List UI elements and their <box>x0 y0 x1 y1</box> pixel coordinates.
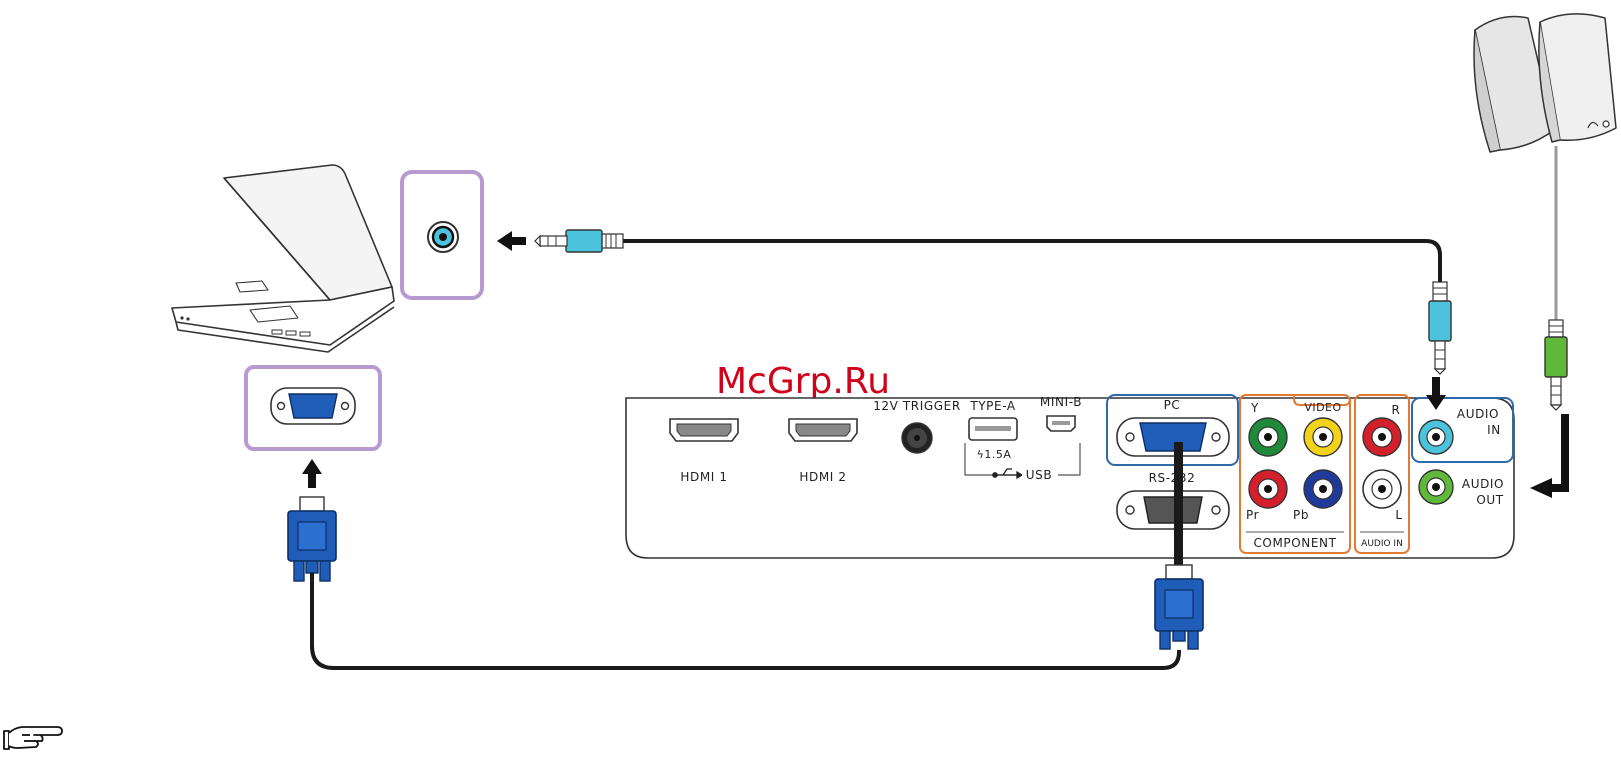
usb-mini-b-port <box>1046 415 1076 432</box>
audio-cable-top <box>622 239 1442 282</box>
hdmi2-label: HDMI 2 <box>799 470 846 484</box>
audio-plug-right <box>1428 281 1452 375</box>
audio-out-label-2: OUT <box>1476 493 1503 507</box>
watermark-text: McGrp.Ru <box>716 361 890 402</box>
audio-out-label-1: AUDIO <box>1462 477 1504 491</box>
audio-plug-speaker <box>1544 319 1568 411</box>
audio-plug-left <box>534 229 624 253</box>
r-label: R <box>1392 403 1401 417</box>
vga-plug-left <box>287 496 337 582</box>
rca-audio-l-white-jack <box>1362 469 1402 509</box>
vga-plug-right <box>1154 564 1204 650</box>
vga-cable-vertical <box>1174 442 1183 570</box>
arrow-bent-icon <box>1530 414 1569 498</box>
rca-y-green-jack <box>1248 417 1288 457</box>
laptop-audio-port-box <box>400 170 484 300</box>
arrow-down-icon <box>1426 377 1446 410</box>
y-label: Y <box>1250 401 1259 415</box>
arrow-up-icon <box>302 459 322 488</box>
component-label: COMPONENT <box>1253 536 1336 550</box>
rca-video-yellow-jack <box>1303 417 1343 457</box>
pc-label: PC <box>1164 398 1181 412</box>
pc-group-box <box>1106 394 1239 466</box>
video-label: VIDEO <box>1304 401 1341 414</box>
audio-in-rca-group-box <box>1354 394 1410 554</box>
rca-pr-red-jack <box>1248 469 1288 509</box>
arrow-left-icon <box>497 231 526 251</box>
audio-in-label-2: IN <box>1487 423 1501 437</box>
l-label: L <box>1395 508 1402 522</box>
trigger-port <box>901 422 933 454</box>
pb-label: Pb <box>1293 508 1309 522</box>
laptop-icon <box>171 164 395 353</box>
vga-cable <box>310 573 1181 670</box>
trigger-label: 12V TRIGGER <box>873 399 961 413</box>
audio-in-rca-label: AUDIO IN <box>1361 539 1403 549</box>
rca-audio-r-red-jack <box>1362 417 1402 457</box>
audio-in-group-box <box>1411 397 1514 463</box>
component-group-box <box>1239 394 1351 554</box>
hdmi1-label: HDMI 1 <box>680 470 727 484</box>
usb-current-label: ϟ1.5A <box>977 448 1012 461</box>
laptop-vga-port-box <box>244 365 382 451</box>
pr-label: Pr <box>1246 508 1259 522</box>
audio-out-jack <box>1418 469 1454 505</box>
pc-vga-port <box>1116 417 1230 457</box>
speakers-icon <box>1473 13 1617 153</box>
hdmi1-port <box>669 418 739 442</box>
usb-symbol-icon <box>992 468 1024 480</box>
usb-label: USB <box>1026 468 1052 482</box>
rca-pb-blue-jack <box>1303 469 1343 509</box>
usb-mini-b-label: MINI-B <box>1040 395 1082 409</box>
pointing-hand-icon <box>3 726 63 750</box>
audio-in-label-1: AUDIO <box>1457 407 1499 421</box>
rs232-port <box>1116 490 1230 530</box>
hdmi2-port <box>788 418 858 442</box>
rs232-label: RS-232 <box>1149 471 1196 485</box>
audio-in-jack <box>1418 419 1454 455</box>
usb-type-a-label: TYPE-A <box>969 399 1016 413</box>
usb-type-a-port <box>968 417 1018 441</box>
